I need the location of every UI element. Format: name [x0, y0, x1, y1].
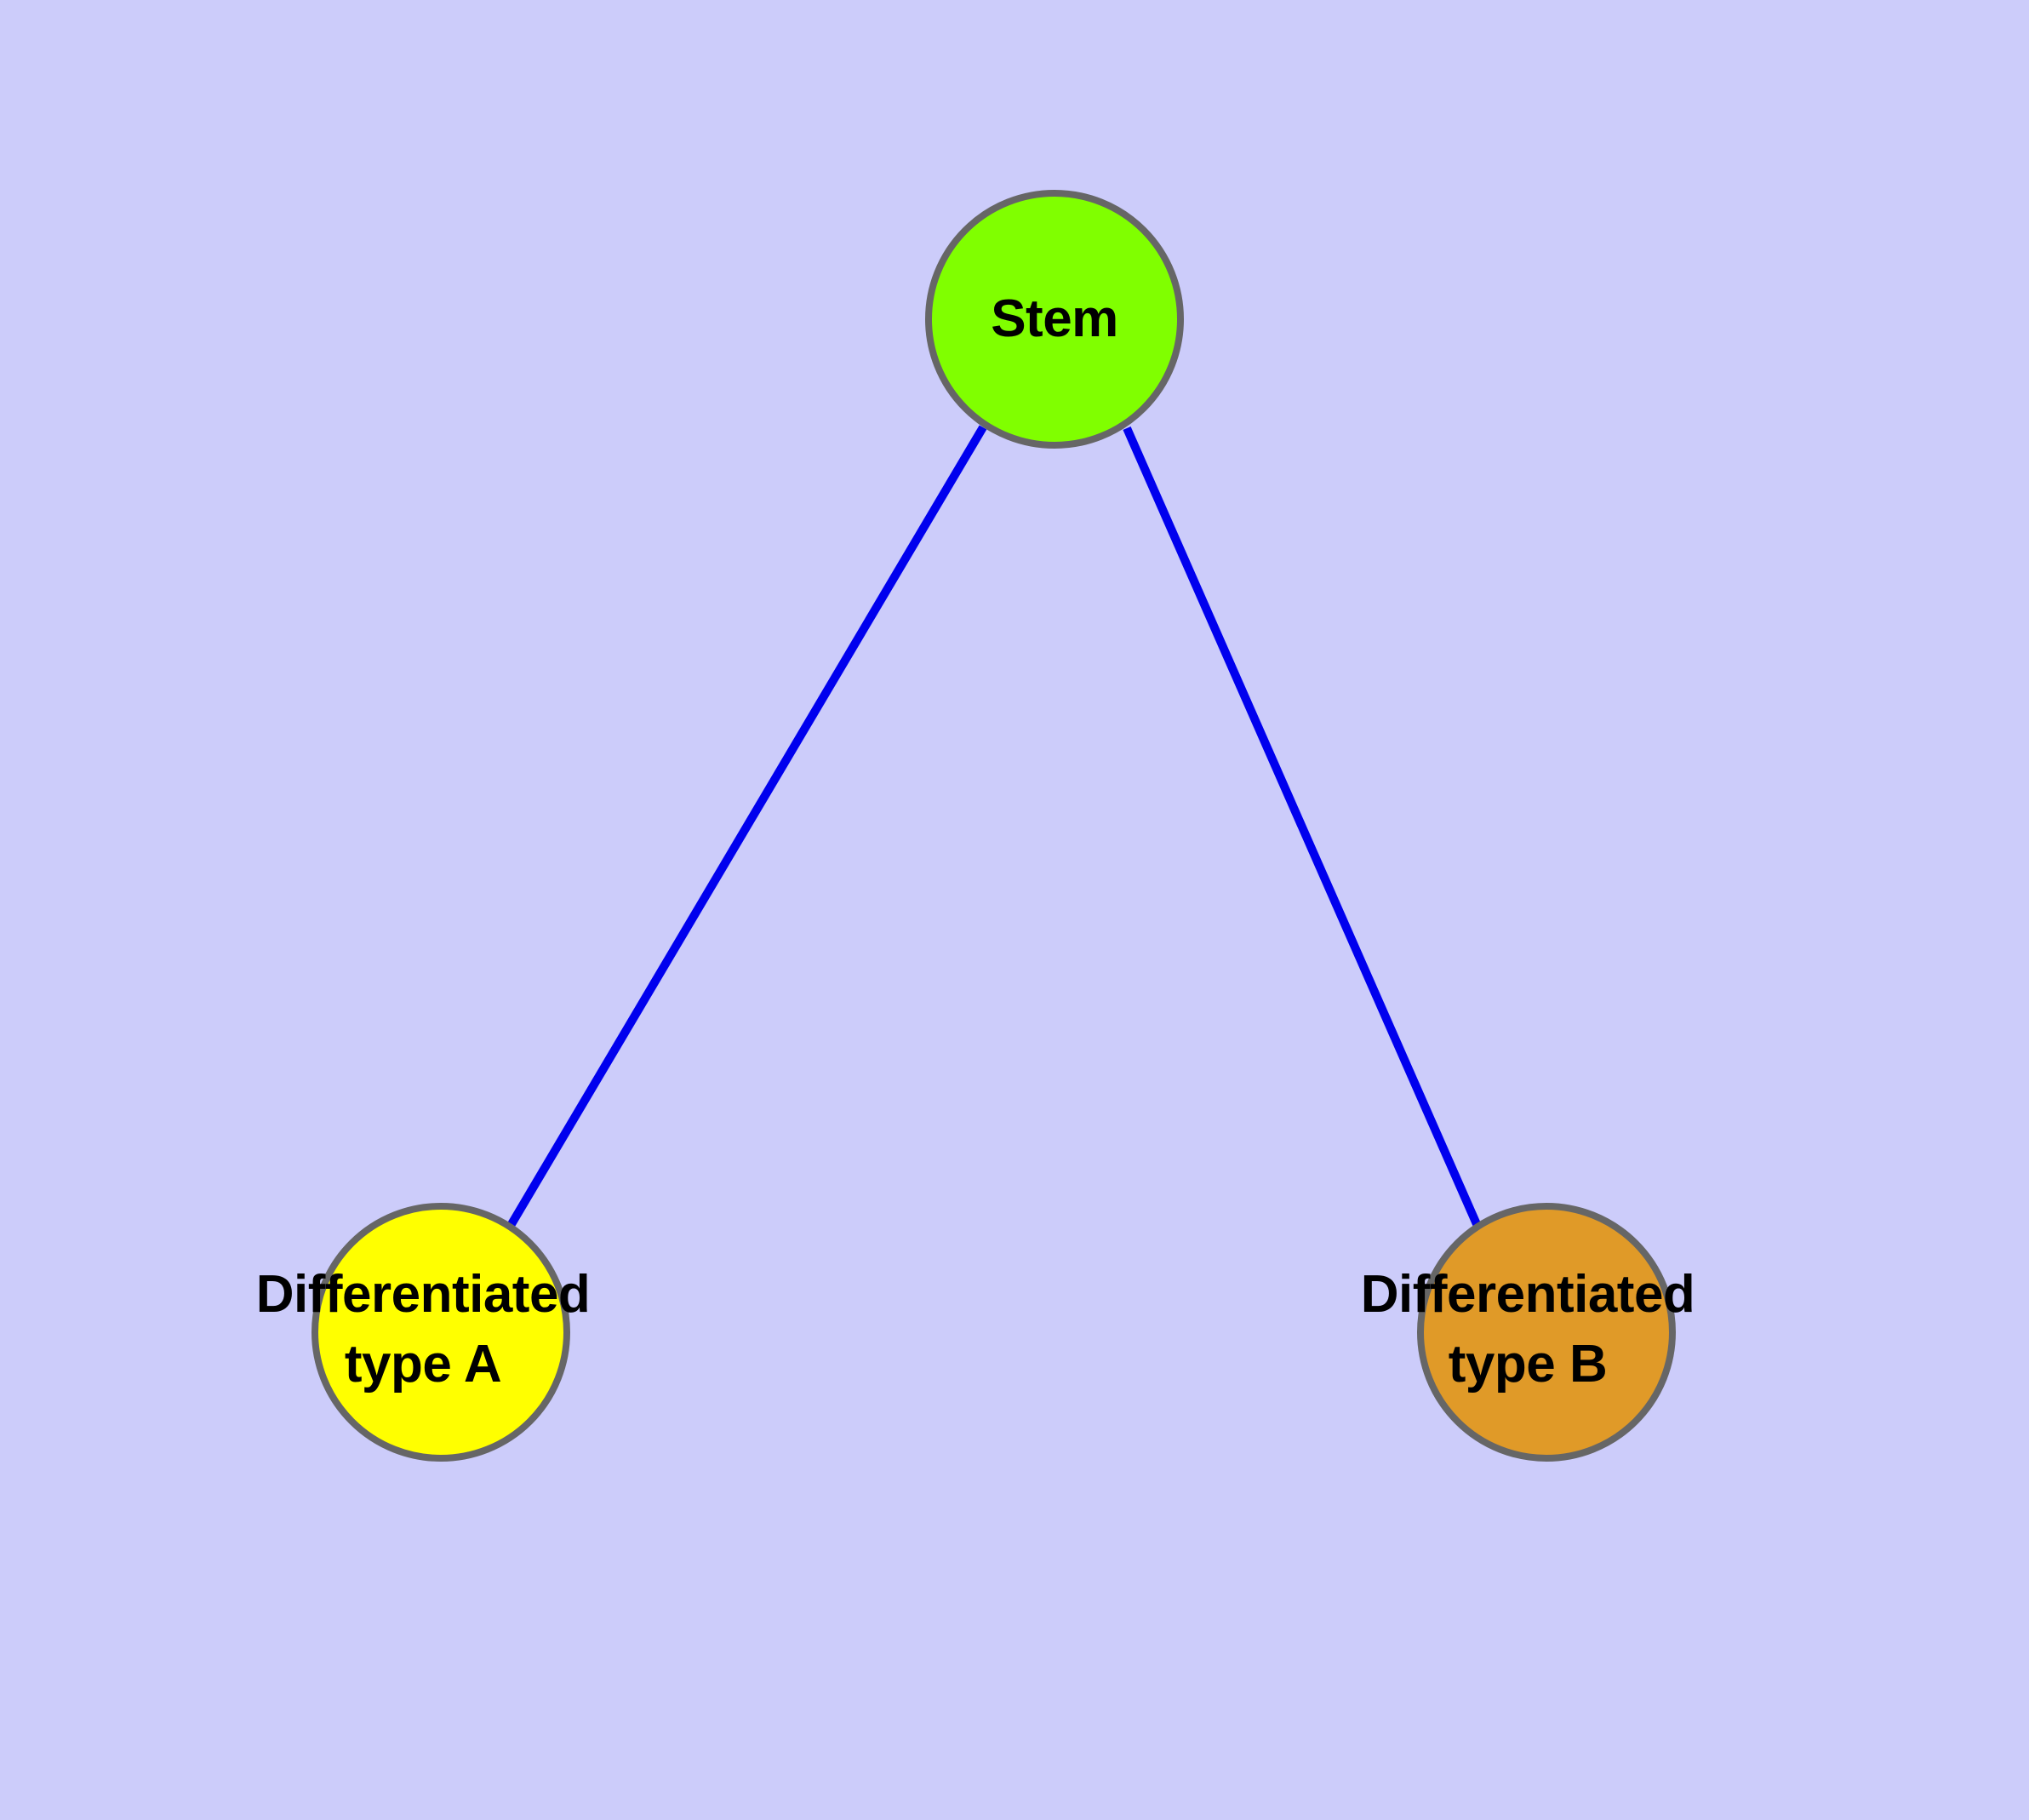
node-differentiated-type-b-circle[interactable] — [1417, 1203, 1676, 1462]
edge-stem-to-diff-b[interactable] — [1123, 426, 1481, 1227]
node-differentiated-type-b[interactable] — [1417, 1203, 1676, 1462]
edge-stem-to-diff-a[interactable] — [507, 425, 987, 1227]
node-stem-circle[interactable] — [925, 190, 1184, 449]
edges-group — [507, 425, 1481, 1227]
node-differentiated-type-a[interactable] — [311, 1203, 570, 1462]
node-stem[interactable] — [925, 190, 1184, 449]
node-differentiated-type-a-circle[interactable] — [311, 1203, 570, 1462]
